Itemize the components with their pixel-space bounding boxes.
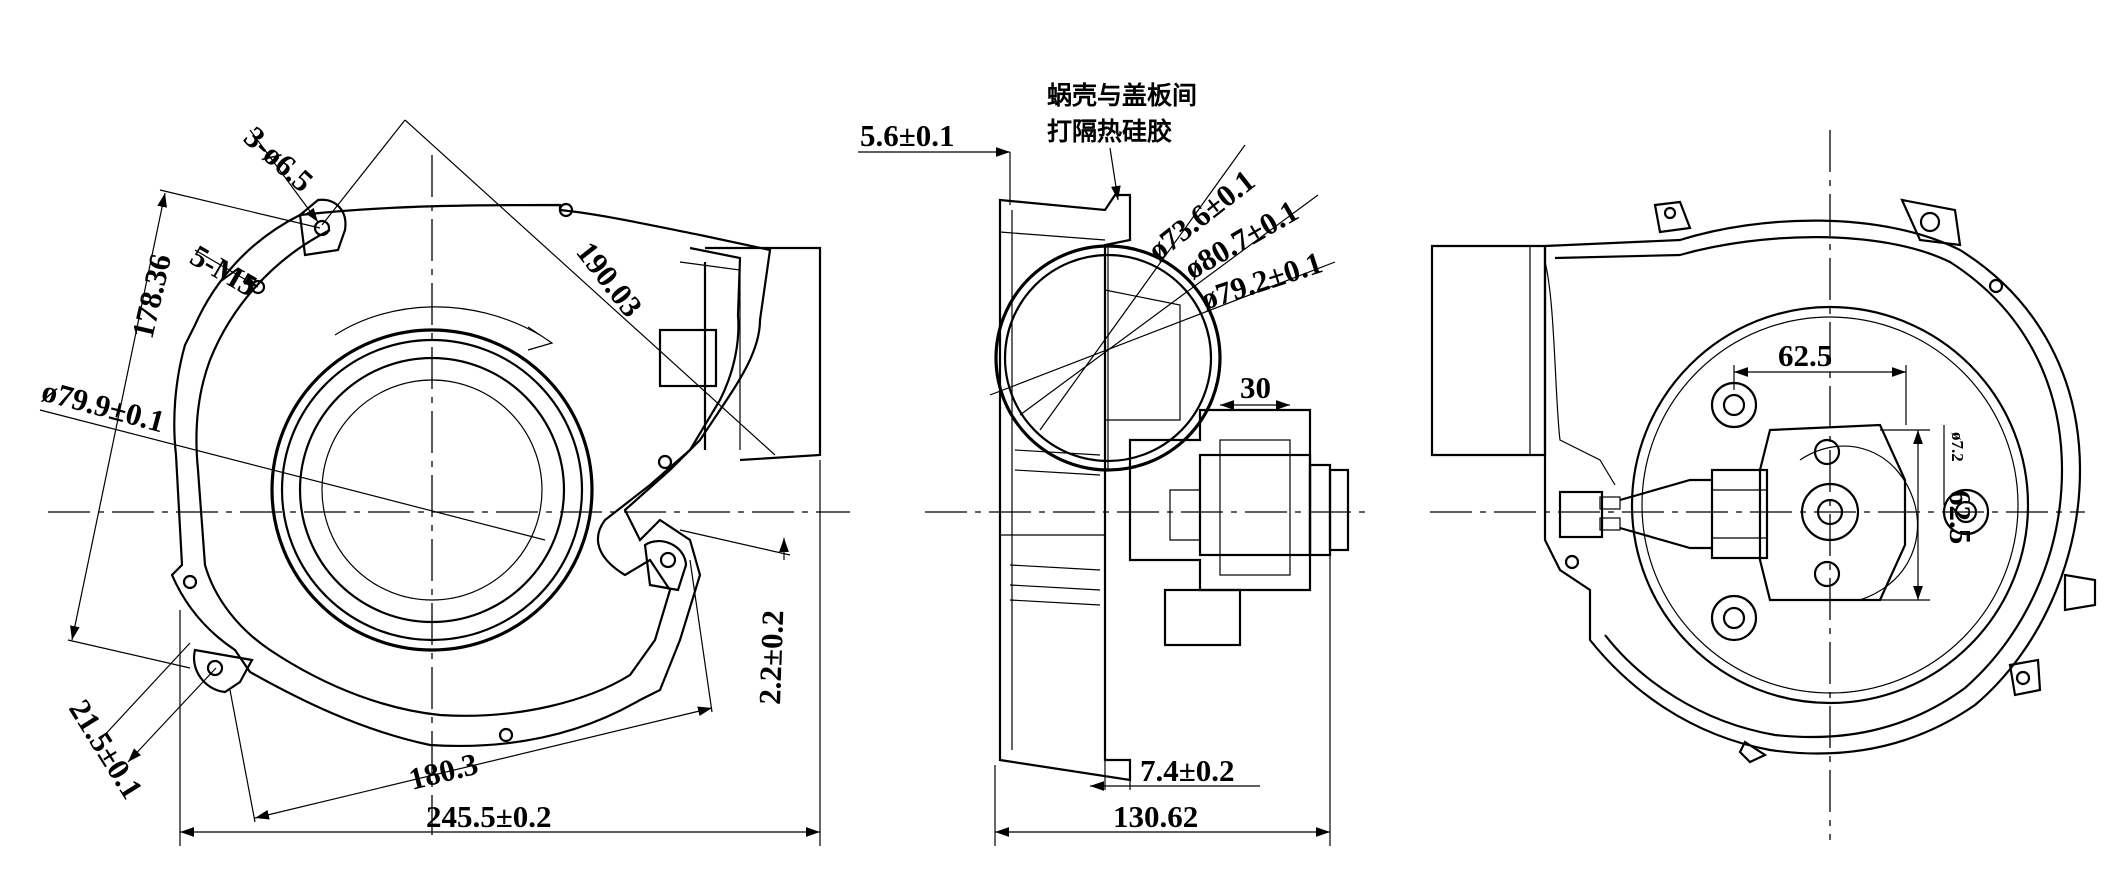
front-rotation-arc xyxy=(334,306,541,336)
rear-lug xyxy=(2063,573,2097,612)
dim-dia-7-2: ø7.2 xyxy=(1948,432,1967,462)
dim-62-5-horizontal: 62.5 xyxy=(1778,338,1832,373)
front-inlet-ring-outer xyxy=(270,328,594,652)
label-holes-3x: 3-ø6.5 xyxy=(237,119,320,199)
rear-lug xyxy=(1653,200,1692,234)
rear-outlet-duct xyxy=(1430,244,1547,457)
rear-lug xyxy=(1900,198,1962,247)
mounting-hole-icon xyxy=(659,551,677,569)
front-housing-inner xyxy=(195,229,742,717)
dim-2-2: 2.2±0.2 xyxy=(752,610,790,706)
side-view: 5.6±0.1 蜗壳与盖板间 打隔热硅胶 ø73.6±0.1 ø80.7±0.1… xyxy=(858,81,1370,846)
rear-view: 62.5 62.5 ø7.2 xyxy=(1430,130,2097,840)
mounting-hole-icon xyxy=(313,219,331,237)
rear-terminal-block xyxy=(1558,490,1604,539)
rear-housing-outline xyxy=(1543,219,2082,755)
note-line-1: 蜗壳与盖板间 xyxy=(1047,81,1197,110)
dim-21-5: 21.5±0.1 xyxy=(62,693,150,805)
thread-hole-icon xyxy=(498,727,514,743)
boss-icon xyxy=(1710,594,1758,642)
rear-wires xyxy=(1619,478,1712,550)
rear-shaft-hub xyxy=(1800,482,1860,542)
note-line-2: 打隔热硅胶 xyxy=(1047,117,1172,146)
mounting-hole-icon xyxy=(206,659,224,677)
front-outlet-duct xyxy=(703,246,822,462)
thread-hole-icon xyxy=(250,279,266,295)
side-motor-body xyxy=(1128,408,1312,592)
dim-width-245-5: 245.5±0.2 xyxy=(426,799,552,834)
front-housing-outline xyxy=(170,203,772,748)
thread-hole-icon xyxy=(558,202,574,218)
dim-130-62: 130.62 xyxy=(1113,799,1198,834)
dim-62-5-vertical: 62.5 xyxy=(1943,490,1978,544)
rear-motor-coil xyxy=(1710,468,1769,560)
front-outlet-marker xyxy=(658,328,718,388)
front-view: 178.36 190.03 3-ø6.5 5-M5 ø79.9±0.1 2.2±… xyxy=(38,119,850,846)
rear-cover-plate xyxy=(1630,305,2030,705)
dim-5-6: 5.6±0.1 xyxy=(860,118,955,153)
side-connector xyxy=(1163,588,1242,647)
side-housing xyxy=(998,193,1132,782)
dim-30: 30 xyxy=(1240,370,1271,405)
dim-180-3: 180.3 xyxy=(405,746,481,797)
rotation-arrow-icon xyxy=(527,326,554,351)
boss-icon xyxy=(1942,488,1990,536)
front-mounting-lugs xyxy=(182,198,688,743)
thread-hole-icon xyxy=(657,454,673,470)
dim-dia-79-9: ø79.9±0.1 xyxy=(38,373,168,439)
dim-178-36: 178.36 xyxy=(125,251,178,342)
thread-hole-icon xyxy=(182,574,198,590)
rear-lug xyxy=(2008,658,2042,697)
dim-7-4: 7.4±0.2 xyxy=(1140,753,1235,788)
